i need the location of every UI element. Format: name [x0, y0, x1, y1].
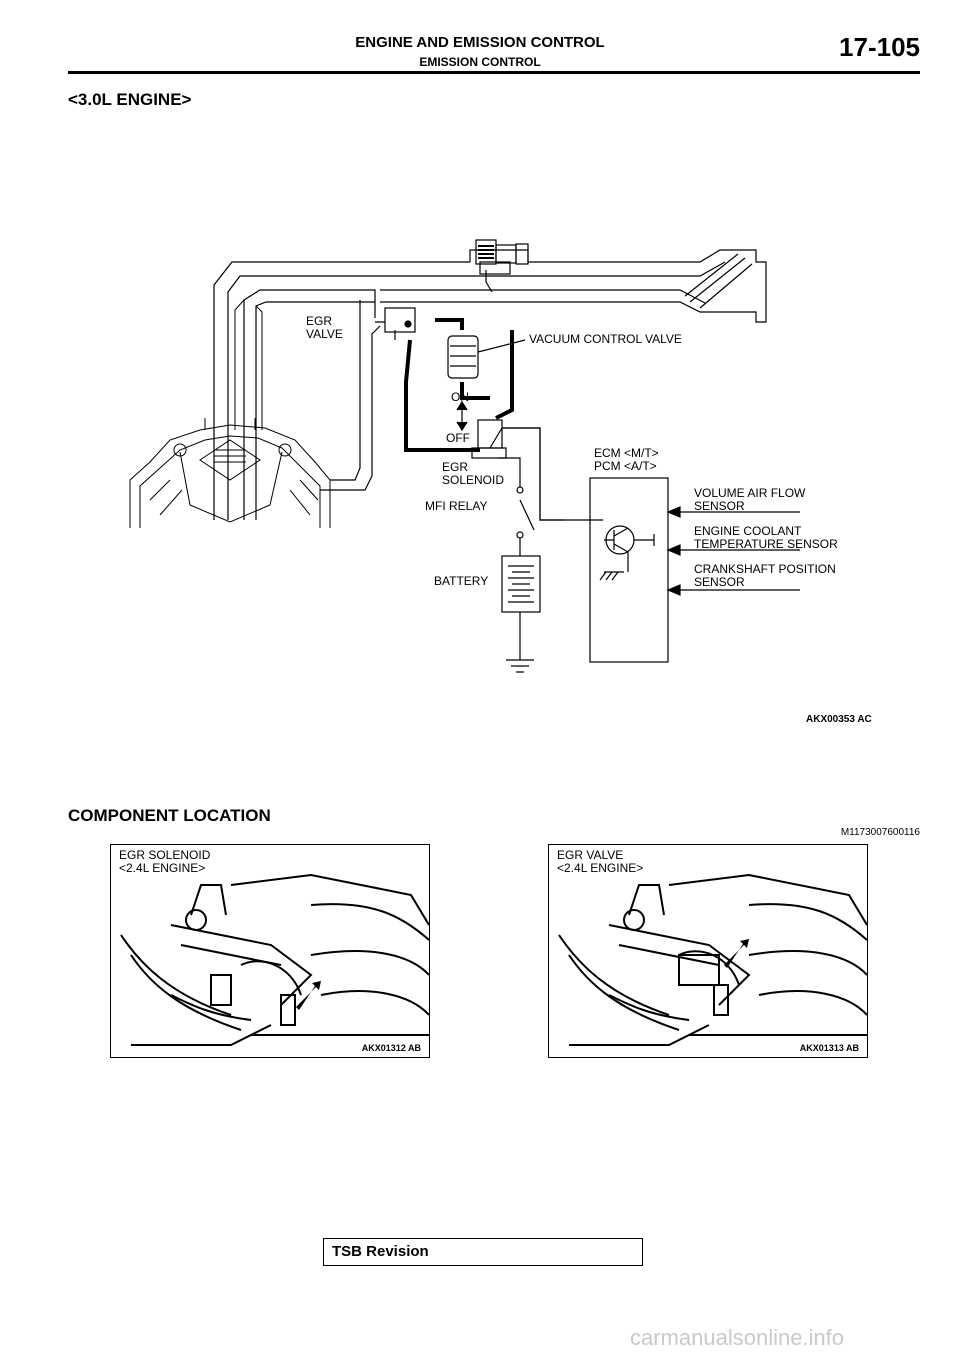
sensor-vaf-label-1: VOLUME AIR FLOW	[694, 486, 806, 500]
egr-valve-label-1: EGR	[306, 314, 332, 328]
reference-number: M1173007600116	[840, 827, 920, 838]
sensor-lines	[666, 506, 800, 596]
tsb-revision-box: TSB Revision	[323, 1238, 643, 1266]
component-location-heading: COMPONENT LOCATION	[68, 806, 271, 825]
diagram-figure-code: AKX00353 AC	[806, 714, 872, 725]
egr-valve-illustration	[558, 873, 867, 1046]
mfi-relay-label: MFI RELAY	[425, 499, 487, 513]
ecm-label-2: PCM <A/T>	[594, 459, 657, 473]
vacuum-control-valve-component	[447, 335, 526, 379]
header-rule	[68, 71, 920, 74]
ecm-label-1: ECM <M/T>	[594, 446, 659, 460]
egr-valve-photo: EGR VALVE <2.4L ENGINE> AKX01313 AB	[548, 844, 868, 1058]
engine-heading: <3.0L ENGINE>	[68, 90, 192, 109]
watermark: carmanualsonline.info	[630, 1325, 845, 1350]
manual-section-title: ENGINE AND EMISSION CONTROL	[355, 34, 605, 51]
egr-tube	[320, 300, 381, 491]
ecm-box	[589, 477, 669, 663]
caption-line-1: EGR VALVE	[557, 848, 624, 862]
sensor-ckp-label-2: SENSOR	[694, 575, 745, 589]
caption-line-1: EGR SOLENOID	[119, 848, 211, 862]
mfi-relay-component	[516, 486, 535, 556]
egr-valve-label-2: VALVE	[306, 327, 343, 341]
on-label: ON	[451, 390, 469, 404]
intake-duct	[380, 249, 767, 323]
caption-line-2: <2.4L ENGINE>	[119, 861, 206, 875]
photo-figure-code: AKX01312 AB	[359, 1043, 423, 1053]
sensor-ect-label-1: ENGINE COOLANT	[694, 524, 802, 538]
throttle-body	[475, 239, 529, 293]
pointer-arrow-icon	[296, 981, 321, 1010]
egr-solenoid-label-2: SOLENOID	[442, 473, 504, 487]
page-number: 17-105	[839, 32, 920, 62]
ecm-wire	[502, 427, 603, 521]
engine-block	[129, 299, 331, 528]
egr-valve-component	[375, 307, 416, 340]
off-label: OFF	[446, 431, 470, 445]
egr-system-diagram: EGR VALVE VACUUM CONTROL VALVE ON OFF EG…	[129, 239, 872, 725]
battery-component	[501, 555, 541, 673]
sensor-vaf-label-2: SENSOR	[694, 499, 745, 513]
on-off-arrow	[456, 400, 468, 432]
sensor-ckp-label-1: CRANKSHAFT POSITION	[694, 562, 836, 576]
egr-vacuum-hose	[404, 318, 514, 452]
caption-line-2: <2.4L ENGINE>	[557, 861, 644, 875]
vacuum-control-valve-label: VACUUM CONTROL VALVE	[529, 332, 682, 346]
photo-figure-code: AKX01313 AB	[797, 1043, 861, 1053]
intake-pipe-outer	[213, 261, 470, 520]
egr-valve-caption: EGR VALVE <2.4L ENGINE>	[555, 848, 646, 875]
egr-solenoid-caption: EGR SOLENOID <2.4L ENGINE>	[117, 848, 213, 875]
egr-solenoid-illustration	[120, 873, 429, 1046]
egr-solenoid-photo: EGR SOLENOID <2.4L ENGINE> AKX01312 AB	[110, 844, 430, 1058]
manual-subsection-title: EMISSION CONTROL	[419, 55, 541, 69]
egr-solenoid-label-1: EGR	[442, 460, 468, 474]
sensor-ect-label-2: TEMPERATURE SENSOR	[694, 537, 838, 551]
pointer-arrow-icon	[724, 939, 749, 968]
battery-label: BATTERY	[434, 574, 488, 588]
